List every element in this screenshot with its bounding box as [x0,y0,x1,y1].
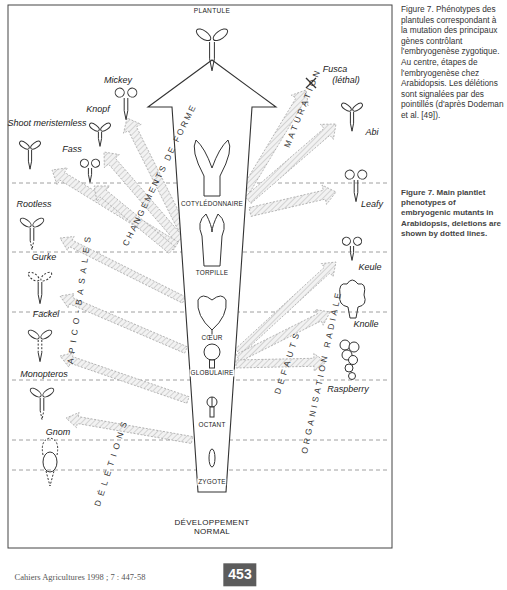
embryo-stage [200,214,225,266]
mutant-label: Knopf [86,105,110,115]
embryo-stage [207,397,217,407]
mutant-label: Fackel [33,310,60,320]
citation: Cahiers Agricultures 1998 ; 7 : 447-58 [15,573,146,582]
process-arrow [60,353,189,404]
gnom-symbol [43,452,57,472]
plantlet-symbol [27,329,53,362]
stage-label: PLANTULE [193,7,231,14]
mutant-label: Mickey [104,76,132,86]
stage-label: COTYLÉDONNAIRE [180,200,244,207]
stage-label: CŒUR [200,334,223,341]
mutant-label: Leafy [361,200,383,210]
mutant-label: Fass [62,145,82,155]
plantlet-symbol [79,158,101,183]
plantlet-symbol [29,387,55,420]
raspberry-lobe [349,342,359,352]
plantlet-symbol [27,271,53,304]
mutant-label: Gnom [46,428,71,438]
plantlet-symbol [88,122,111,147]
embryo-stage [204,344,220,360]
stage-label: GLOBULAIRE [190,369,235,376]
plantlet-symbol [340,102,363,131]
embryo-stage [194,140,230,196]
plantlet-symbol [113,86,138,119]
embryo-stage [212,397,213,407]
plantlet-symbol [343,168,368,201]
stage-label: TORPILLE [195,269,229,276]
figure-caption: Figure 7. Phénotypes des plantules corre… [401,4,505,121]
stage-label: ZYGOTE [197,478,226,485]
mutant-label: Keule [358,263,381,273]
raspberry-lobe [340,340,350,350]
page-number: 453 [223,563,256,586]
mutant-label: Abi [365,128,378,138]
category-label: DÉLÉTIONS [93,416,131,508]
raspberry-lobe [345,364,353,372]
mutant-label: Knolle [353,320,378,330]
development-arrow [148,60,276,492]
mutant-label: Raspberry [327,385,369,395]
mutant-label: Monopteros [20,370,68,380]
plantlets [18,27,368,486]
process-arrow [236,309,330,361]
process-arrow [66,412,193,443]
mutant-label: Gurke [32,253,57,263]
raspberry-lobe [349,356,358,365]
caption-english: Figure 7. Main plantlet phenotypes of em… [401,188,505,239]
embryo-stage [209,449,215,467]
process-arrow [235,262,336,355]
plantlet-symbol [194,27,229,71]
embryo-stage [210,407,214,417]
embryo-stage [198,296,226,330]
plantlet-symbol [341,236,363,261]
mutant-label: Fusca [323,65,348,75]
raspberry-symbol [340,340,359,380]
gnom-deletion [42,438,57,486]
knolle-symbol [340,280,366,318]
plantlet-symbol [18,140,41,169]
mutant-label: Rootless [16,200,51,210]
mutant-label: Shoot meristemless [7,119,86,129]
stage-label: DÉVELOPPEMENT NORMAL [170,519,254,537]
embryo-stage [210,360,215,368]
raspberry-lobe [349,373,356,380]
frame [8,5,392,548]
process-arrow [249,185,336,216]
embryo-stages [194,140,230,467]
mutant-label: (léthal) [332,76,360,86]
plantlet-symbol [19,217,45,250]
stage-label: OCTANT [198,421,227,428]
